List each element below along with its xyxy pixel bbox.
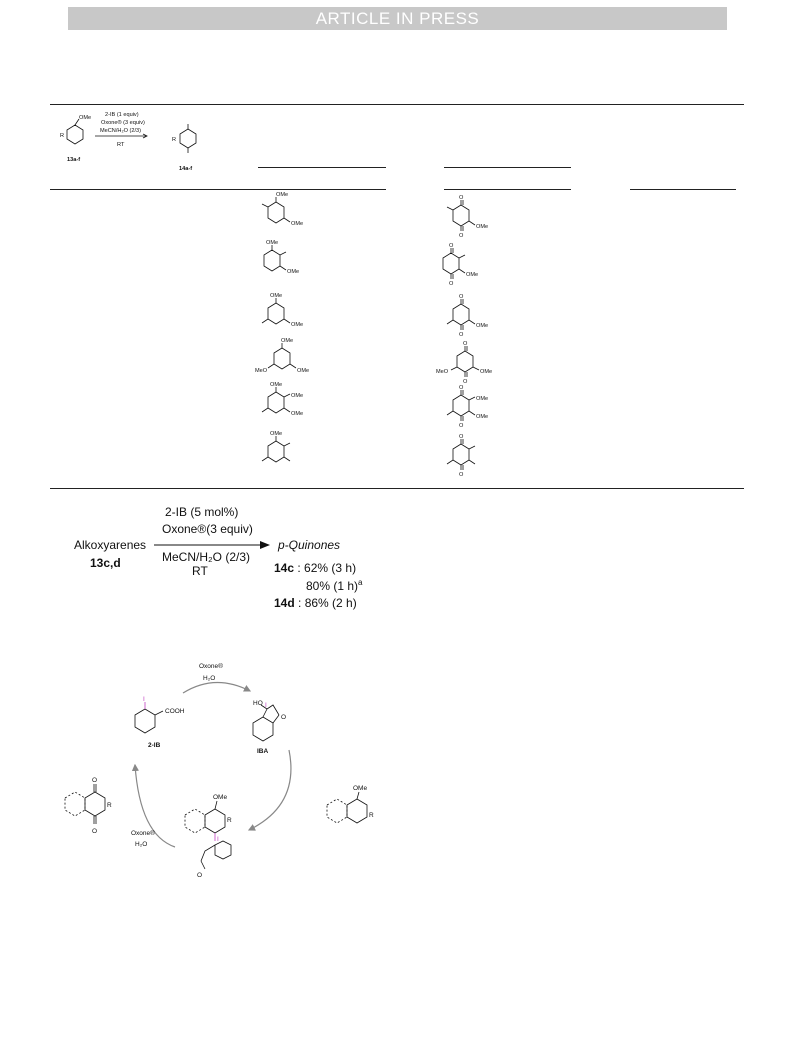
p-row4-o-top: O	[463, 341, 468, 347]
row2-ome-top: OMe	[266, 240, 278, 246]
row1-ome-bottom: OMe	[291, 221, 303, 227]
row1-ome-top: OMe	[276, 192, 288, 198]
scheme-sub-ome: OMe	[79, 115, 91, 121]
p-row5-ome-a: OMe	[476, 396, 488, 402]
iba-iodine: I	[265, 702, 267, 709]
product-structures: O O O O O O O O O O O O OMe OMe OMe MeO …	[436, 195, 492, 478]
substrate-label: 13a-f	[67, 157, 80, 163]
substrate-ome: OMe	[353, 785, 367, 792]
p-row4-meo: MeO	[436, 369, 449, 375]
product-label: 14a-f	[179, 166, 192, 172]
iba-o: O	[281, 714, 286, 721]
table-header-rule	[50, 189, 386, 190]
p-row1-ome: OMe	[476, 224, 488, 230]
p-row3-o-bot: O	[459, 332, 464, 338]
p-row6-o-top: O	[459, 434, 464, 440]
result-14c: 14c : 62% (3 h)	[274, 561, 357, 575]
scheme-reagent-2: Oxone® (3 equiv)	[101, 119, 145, 126]
scheme-r-product: R	[172, 137, 176, 143]
product-column-rule	[444, 167, 571, 168]
quinone-r: R	[107, 802, 112, 809]
p-row4-o-bot: O	[463, 379, 468, 385]
2ib-label: 2-IB	[148, 742, 161, 749]
row5-ome-bottom: OMe	[291, 411, 303, 417]
p-row2-ome: OMe	[466, 272, 478, 278]
reaction-arrow	[154, 541, 270, 549]
reactant-label: 13c,d	[90, 556, 121, 570]
substrate-structures: OMe OMe OMe OMe OMe OMe OMe MeO OMe OMe …	[255, 192, 309, 463]
iba-label: IBA	[257, 748, 269, 755]
catalytic-scheme: Alkoxyarenes 13c,d 2-IB (5 mol%) Oxone®(…	[70, 505, 390, 615]
scheme-reagent-1: 2-IB (1 equiv)	[105, 112, 139, 118]
result-14c-alt: 80% (1 h)a	[306, 578, 363, 593]
top-reagent-water: H₂O	[203, 675, 215, 682]
row5-ome-top: OMe	[270, 382, 282, 388]
reactant-name: Alkoxyarenes	[74, 538, 147, 552]
2ib-iodine: I	[143, 696, 145, 703]
row6-ome-top: OMe	[270, 431, 282, 437]
solvent-line: MeCN/H₂O (2/3)	[162, 550, 251, 564]
left-reagent-oxone: Oxone®	[131, 829, 155, 837]
scheme-condition: RT	[117, 142, 125, 148]
p-row5-o-top: O	[459, 385, 464, 391]
product-name: p-Quinones	[278, 538, 341, 552]
p-row3-ome: OMe	[476, 323, 488, 329]
p-row3-o-top: O	[459, 294, 464, 300]
p-row2-o-bot: O	[449, 281, 454, 287]
iba-ho: HO	[253, 700, 263, 707]
p-row2-o-top: O	[449, 243, 454, 249]
intermediate-ome: OMe	[213, 794, 227, 801]
top-reagent-oxone: Oxone®	[199, 662, 223, 670]
mechanism-cycle: Oxone® H₂O I COOH 2-IB HO I O IBA OMe R …	[64, 662, 374, 879]
substrate-column-rule	[258, 167, 386, 168]
table-top-rule	[50, 104, 744, 105]
substrate-r: R	[369, 812, 374, 819]
p-row6-o-bot: O	[459, 472, 464, 478]
intermediate-o: O	[197, 872, 202, 879]
p-row5-ome-b: OMe	[476, 414, 488, 420]
intermediate-r: R	[227, 817, 232, 824]
row2-ome-bottom: OMe	[287, 269, 299, 275]
row4-meo-left: MeO	[255, 368, 268, 374]
row3-ome-bottom: OMe	[291, 322, 303, 328]
p-row1-o-top: O	[459, 195, 464, 201]
scheme-sub-r: R	[60, 133, 64, 139]
left-reagent-water: H₂O	[135, 841, 147, 848]
table-header-rule-3	[630, 189, 736, 190]
article-in-press-banner: ARTICLE IN PRESS	[68, 7, 727, 30]
row5-ome-mid: OMe	[291, 393, 303, 399]
p-row5-o-bot: O	[459, 423, 464, 429]
table-header-rule-2	[444, 189, 571, 190]
reagent-line-2: Oxone®(3 equiv)	[162, 522, 253, 536]
row4-ome-top: OMe	[281, 338, 293, 344]
p-row4-ome: OMe	[480, 369, 492, 375]
temperature-line: RT	[192, 564, 208, 578]
quinone-o-top: O	[92, 777, 97, 784]
scheme-reagent-3: MeCN/H₂O (2/3)	[100, 128, 141, 134]
2ib-cooh: COOH	[165, 708, 185, 715]
reagent-line-1: 2-IB (5 mol%)	[165, 505, 239, 519]
intermediate-iodine: I	[217, 836, 219, 843]
row4-ome-right: OMe	[297, 368, 309, 374]
result-14d: 14d : 86% (2 h)	[274, 596, 357, 610]
table-bottom-rule	[50, 488, 744, 489]
p-row1-o-bot: O	[459, 233, 464, 239]
table-reaction-scheme: OMe R 2-IB (1 equiv) Oxone® (3 equiv) Me…	[60, 112, 197, 172]
row3-ome-top: OMe	[270, 293, 282, 299]
quinone-o-bottom: O	[92, 828, 97, 835]
